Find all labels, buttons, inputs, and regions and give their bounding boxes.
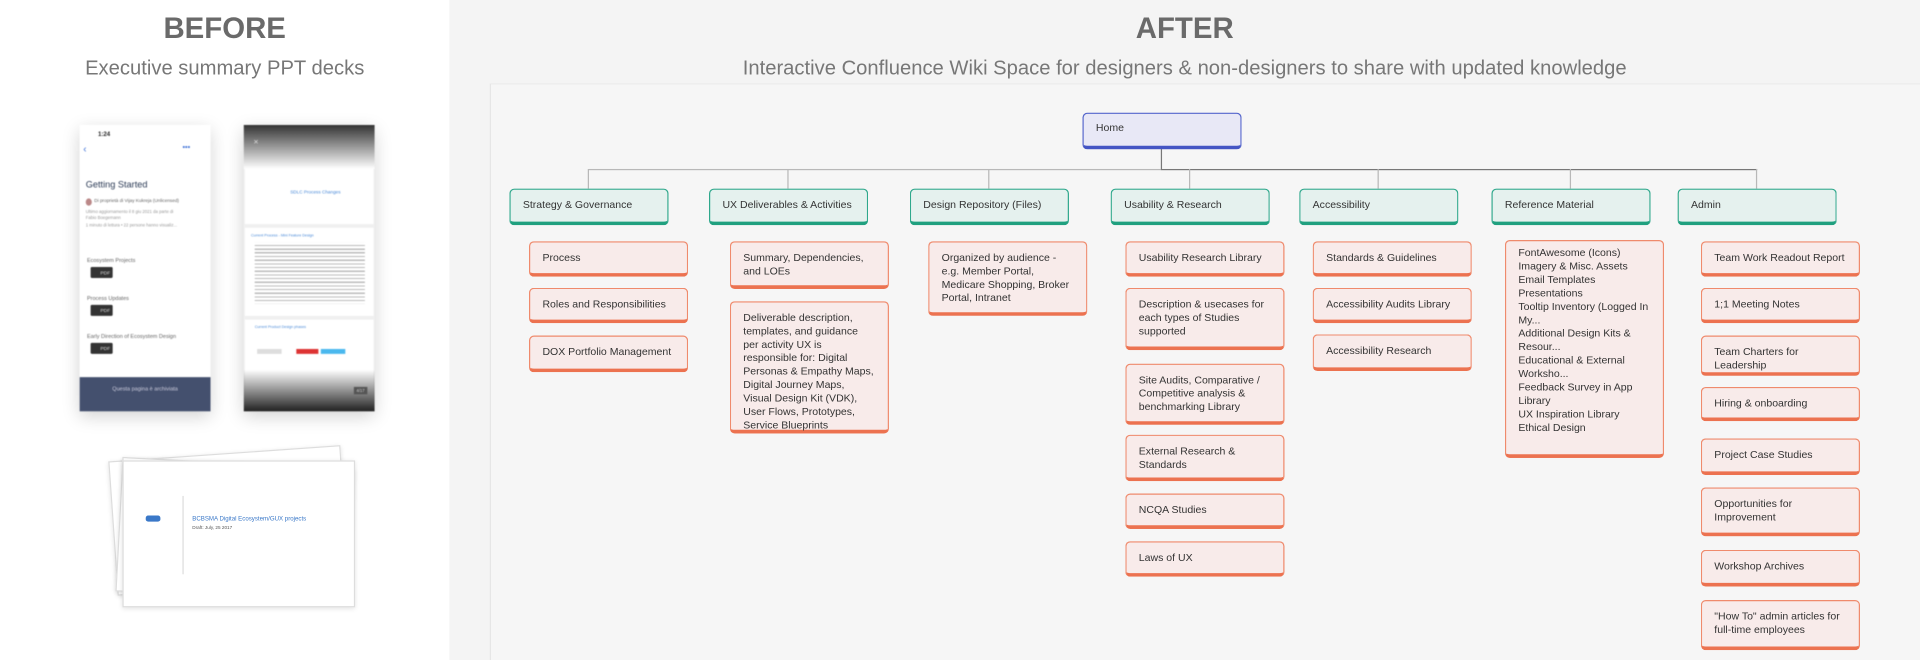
connector-line — [1188, 168, 1191, 189]
after-subtitle: Interactive Confluence Wiki Space for de… — [742, 57, 1627, 80]
slide-title: Current Process - Mini Feature Design — [251, 232, 314, 238]
page-link[interactable]: Feedback Survey in App Library — [1518, 380, 1633, 407]
page-link[interactable]: UX Inspiration Library — [1518, 407, 1620, 421]
section-ecosystem-projects[interactable]: Ecosystem Projects — [86, 257, 136, 264]
node-category[interactable]: UX Deliverables & Activities — [708, 188, 869, 226]
node-page[interactable]: "How To" admin articles for full-time em… — [1700, 600, 1861, 651]
phone-screenshot-slides: × SDLC Process Changes Current Process -… — [243, 124, 375, 412]
owner-text: Di proprietà di Vijay Kukreja (Unlicense… — [94, 198, 179, 204]
node-category[interactable]: Usability & Research — [1110, 188, 1270, 226]
deck-date: Draft: July, 25 2017 — [192, 525, 233, 531]
connector-line — [588, 168, 1161, 171]
pdf-attachment[interactable]: PDF — [90, 304, 113, 316]
slide-thumb: Current Process - Mini Feature Design — [244, 227, 374, 316]
page-link[interactable]: Additional Design Kits & Resour... — [1518, 326, 1631, 353]
slide-thumb: SDLC Process Changes — [244, 168, 374, 225]
page-link[interactable]: Educational & External Worksho... — [1518, 353, 1625, 380]
page-link[interactable]: FontAwesome (Icons) — [1518, 246, 1621, 259]
connector-line — [1377, 168, 1379, 189]
page-link[interactable]: Tooltip Inventory (Logged In My... — [1518, 300, 1649, 326]
node-page[interactable]: Standards & Guidelines — [1312, 241, 1472, 277]
node-page[interactable]: Summary, Dependencies, and LOEs — [729, 241, 889, 289]
node-page[interactable]: Laws of UX — [1125, 541, 1285, 577]
slide-title: SDLC Process Changes — [290, 189, 341, 195]
before-panel: BEFORE Executive summary PPT decks 1:24 … — [0, 0, 450, 660]
pdf-attachment[interactable]: PDF — [90, 266, 113, 278]
page-link[interactable]: Imagery & Misc. Assets — [1518, 259, 1628, 272]
slide-text-lines — [254, 242, 365, 304]
more-icon: ••• — [182, 144, 191, 152]
node-category[interactable]: Design Repository (Files) — [909, 188, 1069, 226]
phase-block — [257, 348, 282, 354]
before-title: BEFORE — [163, 12, 286, 46]
node-page[interactable]: Site Audits, Comparative / Competitive a… — [1125, 363, 1285, 425]
viewer-footer — [243, 369, 375, 412]
node-page[interactable]: Usability Research Library — [1125, 241, 1285, 277]
node-page[interactable]: DOX Portfolio Management — [528, 335, 689, 373]
connector-line — [1755, 168, 1758, 189]
node-category[interactable]: Strategy & Governance — [509, 188, 669, 226]
node-page[interactable]: Project Case Studies — [1700, 438, 1861, 476]
page-title: Getting Started — [85, 178, 148, 190]
node-page[interactable]: NCQA Studies — [1125, 493, 1285, 529]
connector-line — [587, 168, 589, 189]
node-category[interactable]: Reference Material — [1491, 188, 1651, 226]
updated-by-text: Fabio Boegemann — [85, 215, 121, 221]
slide-title: Current Product Design phases — [254, 324, 306, 330]
node-page[interactable]: Organized by audience - e.g. Member Port… — [928, 241, 1088, 316]
section-early-direction[interactable]: Early Direction of Ecosystem Design — [86, 333, 177, 340]
archived-text: Questa pagina è archiviata — [112, 385, 178, 392]
connector-line — [1160, 168, 1758, 171]
node-page[interactable]: 1;1 Meeting Notes — [1700, 287, 1861, 324]
node-page[interactable]: Team Charters for Leadership — [1700, 335, 1861, 376]
phase-block — [320, 348, 346, 354]
page-link[interactable]: Presentations — [1518, 286, 1583, 299]
after-title: AFTER — [1135, 12, 1234, 46]
pdf-attachment[interactable]: PDF — [90, 342, 113, 354]
node-page[interactable]: Hiring & onboarding — [1700, 386, 1861, 422]
avatar — [85, 198, 92, 206]
before-subtitle: Executive summary PPT decks — [85, 57, 365, 80]
node-page[interactable]: Accessibility Research — [1312, 334, 1472, 372]
close-icon[interactable]: × — [253, 138, 259, 147]
node-page[interactable]: FontAwesome (Icons)Imagery & Misc. Asset… — [1504, 240, 1665, 458]
node-page[interactable]: Opportunities for Improvement — [1700, 487, 1861, 537]
page-link[interactable]: Ethical Design — [1518, 421, 1586, 434]
node-home[interactable]: Home — [1082, 112, 1242, 150]
connector-line — [1160, 148, 1163, 169]
phone-screenshot-confluence: 1:24 ‹ ••• Getting Started Di proprietà … — [79, 124, 211, 412]
node-category[interactable]: Admin — [1677, 188, 1837, 226]
node-page[interactable]: Roles and Responsibilities — [528, 287, 689, 324]
node-page[interactable]: Process — [528, 241, 689, 277]
meta-text: 1 minuto di lettura • 22 persone hanno v… — [85, 222, 178, 228]
connector-line — [787, 168, 789, 189]
section-process-updates[interactable]: Process Updates — [86, 295, 129, 302]
logo-icon — [145, 515, 161, 522]
deck-title: BCBSMA Digital Ecosystem/GUX projects — [192, 515, 307, 523]
node-page[interactable]: Workshop Archives — [1700, 549, 1861, 587]
node-page[interactable]: External Research & Standards — [1125, 434, 1285, 482]
phase-block — [296, 348, 319, 354]
node-page[interactable]: Accessibility Audits Library — [1312, 287, 1472, 324]
node-page[interactable]: Team Work Readout Report — [1700, 241, 1861, 277]
deck-cover-slide: BCBSMA Digital Ecosystem/GUX projects Dr… — [122, 460, 356, 608]
divider — [182, 495, 184, 575]
page-link[interactable]: Email Templates — [1518, 273, 1596, 286]
back-chevron-icon: ‹ — [83, 143, 87, 155]
archived-banner: Questa pagina è archiviata — [79, 377, 211, 412]
status-time: 1:24 — [97, 131, 111, 139]
viewer-toolbar — [243, 124, 375, 169]
node-page[interactable]: Description & usecases for each types of… — [1125, 287, 1285, 351]
updated-text: Ultimo aggiornamento il 8 giu 2021 da pa… — [85, 209, 174, 215]
node-page[interactable]: Deliverable description, templates, and … — [729, 301, 889, 434]
page-counter: 4/17 — [353, 386, 368, 395]
connector-line — [1569, 168, 1572, 189]
connector-line — [988, 168, 990, 189]
node-category[interactable]: Accessibility — [1299, 188, 1459, 226]
